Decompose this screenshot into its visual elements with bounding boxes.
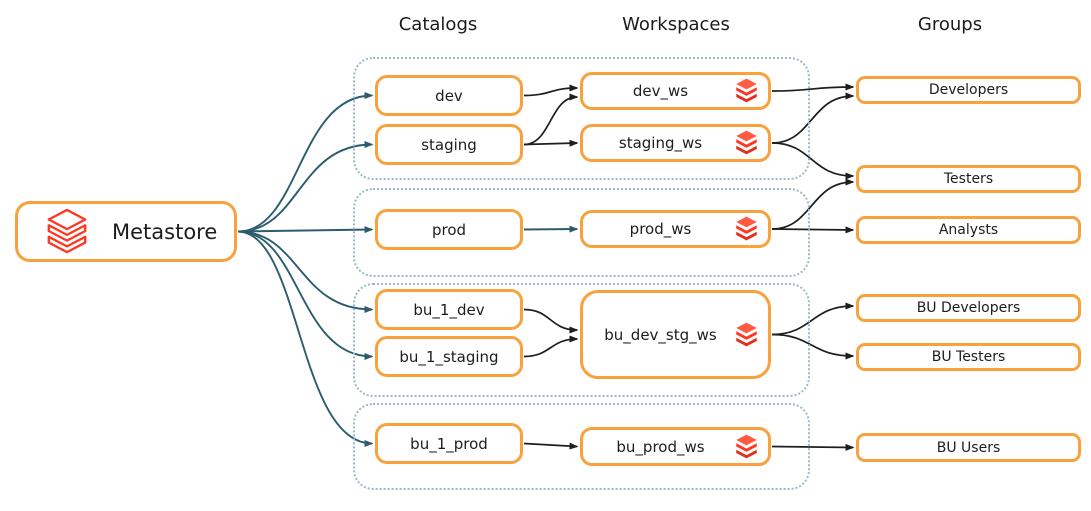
column-header-groups: Groups <box>917 14 983 35</box>
catalog-box-staging: staging <box>375 124 523 165</box>
group-box-analysts: Analysts <box>856 216 1081 244</box>
edge-metastore-bu_1_dev <box>237 230 374 313</box>
group-box-bu_developers: BU Developers <box>856 294 1081 322</box>
databricks-icon <box>736 322 757 346</box>
databricks-icon <box>736 130 757 155</box>
catalog-box-bu_1_staging: bu_1_staging <box>375 336 523 377</box>
workspace-label-bu_prod_ws: bu_prod_ws <box>616 437 705 456</box>
workspace-label-bu_dev_stg_ws: bu_dev_stg_ws <box>604 325 717 344</box>
environment-cluster-2 <box>353 188 810 277</box>
edge-metastore-prod <box>237 226 374 234</box>
environment-cluster-4 <box>353 403 810 490</box>
catalog-label-staging: staging <box>421 135 477 154</box>
workspace-label-dev_ws: dev_ws <box>632 82 689 100</box>
databricks-icon <box>736 216 757 241</box>
databricks-outline-icon <box>47 208 87 253</box>
group-label-testers: Testers <box>943 171 994 187</box>
column-header-workspaces: Workspaces <box>622 14 730 35</box>
edge-metastore-bu_1_prod <box>237 230 374 447</box>
workspace-box-bu_dev_stg_ws: bu_dev_stg_ws <box>580 290 771 379</box>
group-box-testers: Testers <box>856 165 1081 193</box>
databricks-icon <box>736 78 757 103</box>
group-label-analysts: Analysts <box>938 222 999 238</box>
metastore-box: Metastore <box>15 201 237 262</box>
edge-metastore-dev <box>237 92 374 233</box>
group-label-bu_users: BU Users <box>936 439 1001 456</box>
workspace-label-staging_ws: staging_ws <box>618 134 703 152</box>
workspace-box-staging_ws: staging_ws <box>580 124 771 162</box>
group-label-bu_developers: BU Developers <box>916 300 1021 316</box>
group-label-bu_testers: BU Testers <box>931 349 1006 365</box>
workspace-label-prod_ws: prod_ws <box>629 220 692 238</box>
group-box-bu_testers: BU Testers <box>856 343 1081 371</box>
workspace-box-bu_prod_ws: bu_prod_ws <box>580 427 771 466</box>
workspace-box-prod_ws: prod_ws <box>580 210 771 248</box>
catalog-label-dev: dev <box>435 86 463 105</box>
catalog-box-dev: dev <box>375 75 523 116</box>
environment-cluster-1 <box>353 57 810 180</box>
group-label-developers: Developers <box>928 82 1009 98</box>
edge-metastore-staging <box>237 141 374 233</box>
column-header-catalogs: Catalogs <box>398 14 478 35</box>
edge-metastore-bu_1_staging <box>237 230 374 360</box>
group-box-bu_users: BU Users <box>856 433 1081 462</box>
catalog-box-bu_1_dev: bu_1_dev <box>375 289 523 330</box>
databricks-icon <box>736 434 757 458</box>
environment-cluster-3 <box>353 283 810 397</box>
catalog-label-bu_1_prod: bu_1_prod <box>410 434 488 453</box>
catalog-label-prod: prod <box>431 220 467 239</box>
catalog-label-bu_1_dev: bu_1_dev <box>413 300 485 319</box>
catalog-label-bu_1_staging: bu_1_staging <box>399 347 499 366</box>
group-box-developers: Developers <box>856 76 1081 104</box>
catalog-box-bu_1_prod: bu_1_prod <box>375 423 523 464</box>
metastore-label: Metastore <box>112 219 218 244</box>
catalog-box-prod: prod <box>375 209 523 250</box>
workspace-box-dev_ws: dev_ws <box>580 72 771 110</box>
